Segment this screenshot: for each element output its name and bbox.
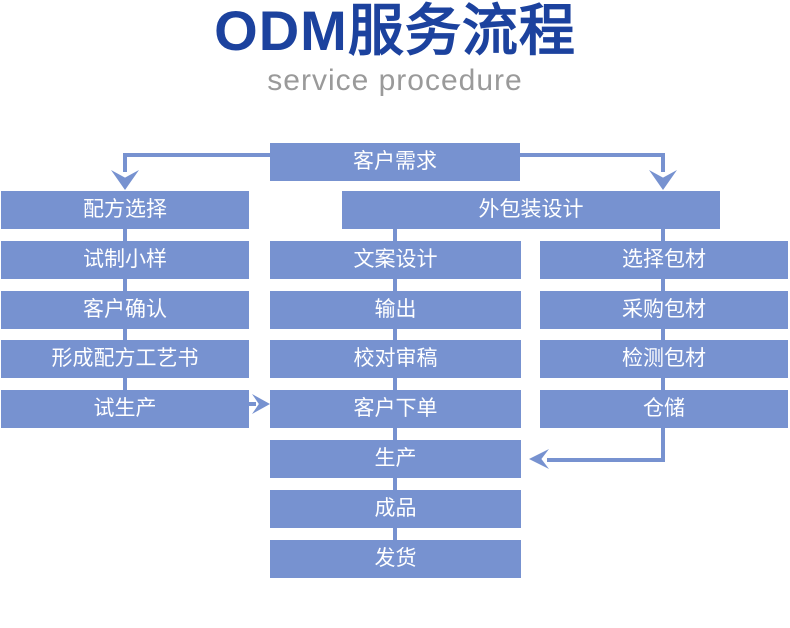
- flow-box-warehousing: 仓储: [540, 390, 788, 428]
- flow-box-output: 输出: [270, 291, 521, 329]
- page-title: ODM服务流程: [214, 0, 576, 62]
- flow-box-packaging-material-purchase: 采购包材: [540, 291, 788, 329]
- flow-box-shipping: 发货: [270, 540, 521, 578]
- connector-middle-col: [393, 426, 397, 442]
- arrow-down-icon: [649, 170, 677, 190]
- flow-box-formula-process-book: 形成配方工艺书: [1, 340, 249, 378]
- connector-right-col: [661, 277, 665, 293]
- connector-middle-col: [393, 526, 397, 542]
- flow-box-customer-confirmation: 客户确认: [1, 291, 249, 329]
- flow-box-production: 生产: [270, 440, 521, 478]
- connector-left-col: [123, 376, 127, 392]
- connector-right-col: [661, 376, 665, 392]
- connector-left-col: [123, 326, 127, 342]
- flow-box-customer-order: 客户下单: [270, 390, 521, 428]
- flow-box-customer-needs: 客户需求: [270, 143, 520, 181]
- arrow-left-icon: [529, 449, 549, 469]
- connector-top-left-horizontal: [125, 153, 272, 157]
- flow-box-formula-selection: 配方选择: [1, 191, 249, 229]
- flow-box-trial-sample: 试制小样: [1, 241, 249, 279]
- connector-left-col: [123, 227, 127, 243]
- connector-warehouse-horizontal: [547, 458, 665, 462]
- connector-middle-col: [393, 227, 397, 243]
- connector-top-right-horizontal: [518, 153, 665, 157]
- flow-box-packaging-design: 外包装设计: [342, 191, 720, 229]
- connector-warehouse-down: [661, 428, 665, 462]
- connector-top-left-vertical: [123, 153, 127, 172]
- connector-middle-col: [393, 376, 397, 392]
- flow-box-packaging-material-testing: 检测包材: [540, 340, 788, 378]
- flow-box-finished-product: 成品: [270, 490, 521, 528]
- connector-middle-col: [393, 326, 397, 342]
- arrow-down-icon: [111, 170, 139, 190]
- connector-right-col: [661, 227, 665, 243]
- flow-box-proofreading: 校对审稿: [270, 340, 521, 378]
- connector-middle-col: [393, 476, 397, 492]
- connector-top-right-vertical: [661, 153, 665, 172]
- connector-left-col: [123, 277, 127, 293]
- connector-trial-to-order: [248, 402, 256, 406]
- flow-box-trial-production: 试生产: [1, 390, 249, 428]
- flow-box-copy-design: 文案设计: [270, 241, 521, 279]
- page-subtitle: service procedure: [267, 64, 523, 97]
- connector-right-col: [661, 326, 665, 342]
- flow-box-packaging-material-selection: 选择包材: [540, 241, 788, 279]
- connector-middle-col: [393, 277, 397, 293]
